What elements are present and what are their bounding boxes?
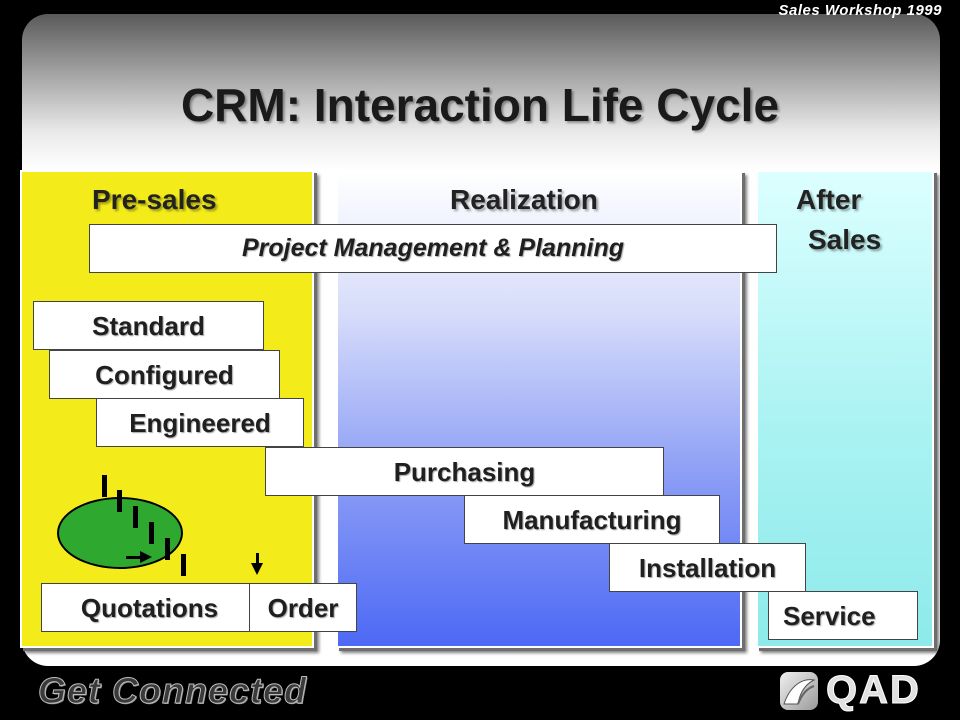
- arrow-down-line: [256, 553, 259, 563]
- aftersales-heading-line2: Sales: [808, 224, 882, 255]
- arrow-right-icon: [140, 551, 152, 563]
- workshop-banner: Sales Workshop 1999: [778, 2, 942, 19]
- process-tick: [117, 490, 122, 512]
- process-tick: [102, 475, 107, 497]
- configured-box: Configured: [49, 350, 280, 399]
- process-tick: [133, 506, 138, 528]
- aftersales-heading-line1: After: [796, 184, 862, 215]
- project-management-box: Project Management & Planning: [89, 224, 777, 273]
- process-tick: [165, 538, 170, 560]
- quotations-box: Quotations: [41, 583, 258, 632]
- service-box: Service: [768, 591, 918, 640]
- quotation-process-blob: [57, 497, 183, 569]
- realization-heading: Realization: [450, 184, 598, 215]
- standard-box: Standard: [33, 301, 264, 350]
- engineered-box: Engineered: [96, 398, 304, 447]
- process-tick: [181, 554, 186, 576]
- qad-swoosh-icon: [780, 672, 818, 710]
- qad-logo-text: QAD: [826, 668, 921, 713]
- page-title: CRM: Interaction Life Cycle: [180, 79, 780, 131]
- purchasing-box: Purchasing: [265, 447, 664, 496]
- order-box: Order: [249, 583, 357, 632]
- presales-heading: Pre-sales: [92, 184, 217, 215]
- installation-box: Installation: [609, 543, 806, 592]
- arrow-down-icon: [251, 563, 263, 575]
- process-tick: [149, 522, 154, 544]
- arrow-right-line: [126, 556, 142, 559]
- manufacturing-box: Manufacturing: [464, 495, 720, 544]
- footer-tagline: Get Connected: [37, 670, 308, 712]
